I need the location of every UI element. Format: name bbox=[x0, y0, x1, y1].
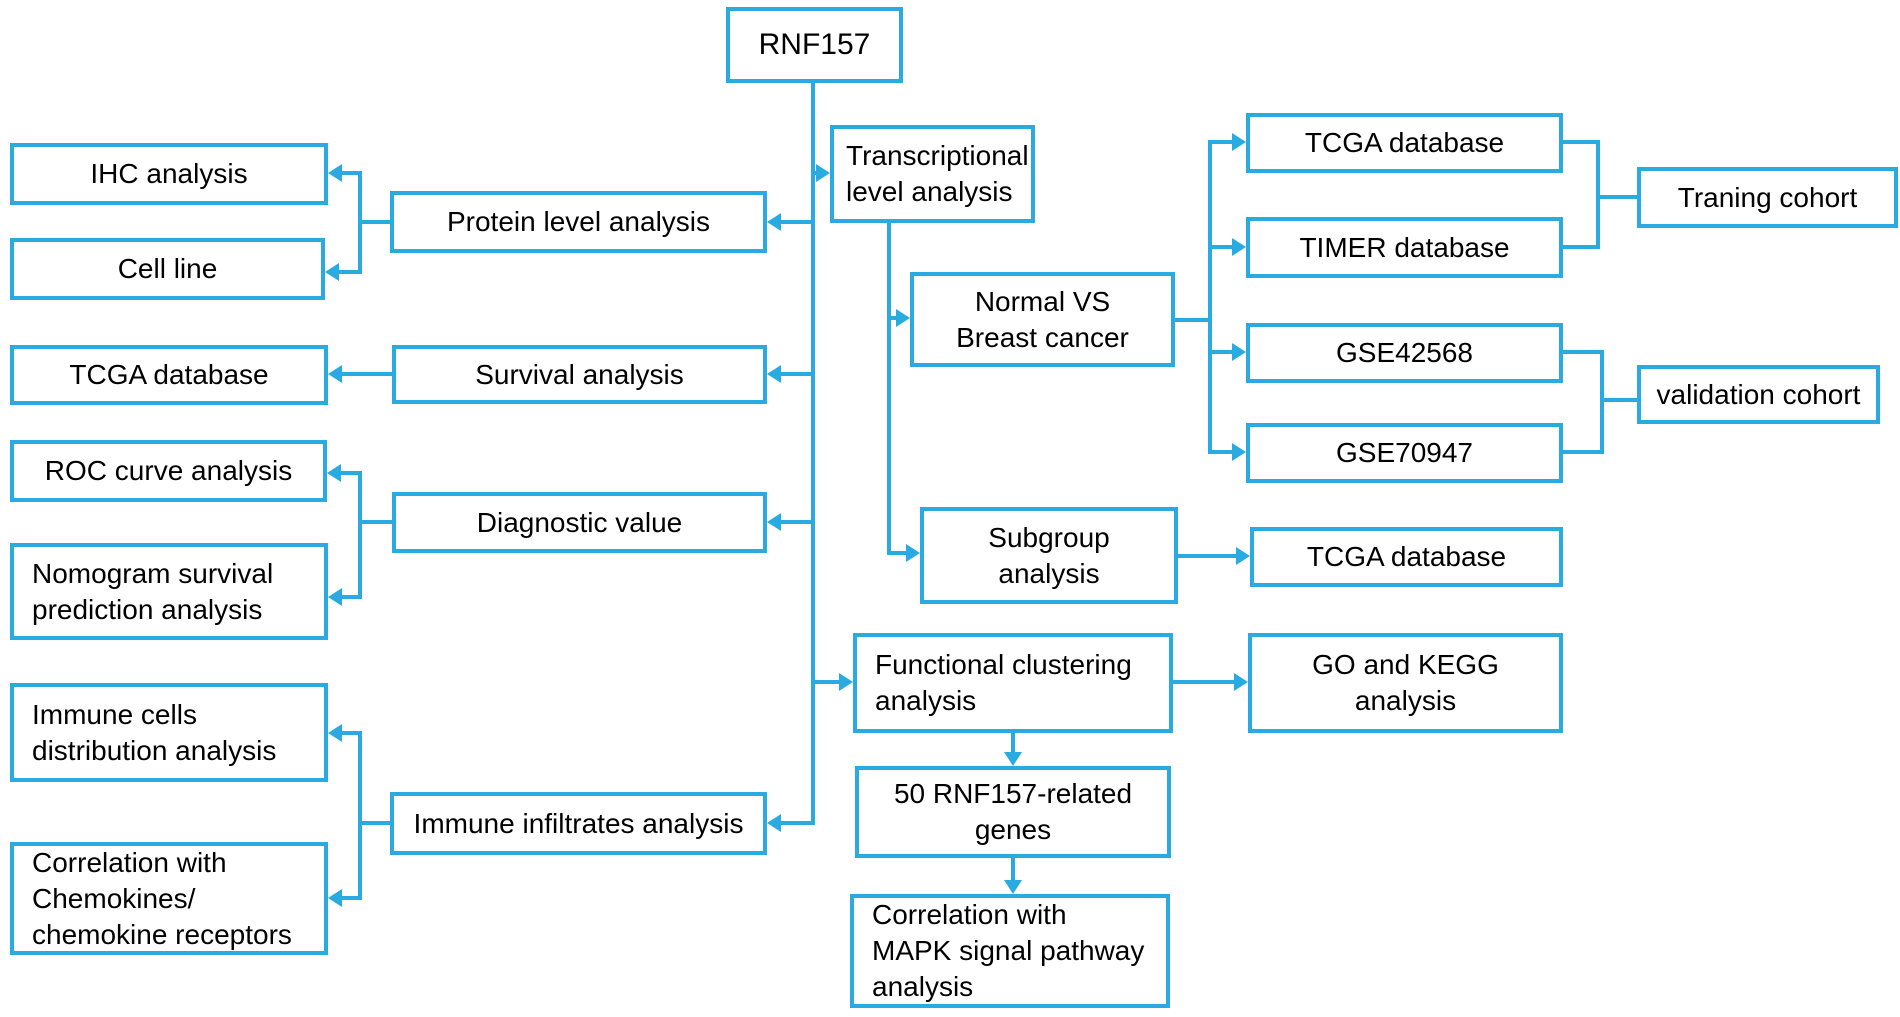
connector-to-tcga-db bbox=[1208, 140, 1234, 144]
arrowhead-to-survival bbox=[767, 365, 781, 383]
connector-databases-vertical bbox=[1208, 140, 1212, 454]
arrowhead-to-roc bbox=[327, 464, 341, 482]
box-gse70947: GSE70947 bbox=[1246, 423, 1563, 483]
box-nomogram-survival-prediction: Nomogram survival prediction analysis bbox=[10, 543, 328, 640]
connector-gse70947-to-bracket bbox=[1563, 450, 1604, 454]
box-rnf157: RNF157 bbox=[726, 7, 903, 83]
arrowhead-to-mapk bbox=[1004, 880, 1022, 894]
connector-immune-bracket-stub bbox=[358, 821, 390, 825]
box-survival-analysis: Survival analysis bbox=[392, 345, 767, 404]
connector-trunk-to-immune-infiltrates bbox=[779, 821, 813, 825]
arrowhead-to-tcga-db bbox=[1232, 133, 1246, 151]
arrowhead-to-immune-infiltrates bbox=[767, 814, 781, 832]
arrowhead-to-immune-cells bbox=[328, 724, 342, 742]
box-go-kegg-analysis: GO and KEGG analysis bbox=[1248, 633, 1563, 733]
connector-trunk-to-functional bbox=[811, 680, 841, 684]
box-diagnostic-value: Diagnostic value bbox=[392, 492, 767, 553]
connector-genes-to-mapk bbox=[1011, 858, 1015, 882]
box-cell-line: Cell line bbox=[10, 238, 325, 300]
connector-functional-to-gokegg bbox=[1173, 680, 1236, 684]
connector-protein-bracket-stub bbox=[358, 220, 390, 224]
box-tcga-database-left: TCGA database bbox=[10, 345, 328, 405]
box-roc-curve-analysis: ROC curve analysis bbox=[10, 440, 327, 502]
arrowhead-to-genes bbox=[1004, 752, 1022, 766]
connector-to-cell-line bbox=[337, 270, 360, 274]
connector-to-subgroup bbox=[887, 551, 908, 555]
connector-to-training-cohort bbox=[1596, 195, 1637, 199]
connector-to-chemokines bbox=[340, 896, 360, 900]
arrowhead-to-cell-line bbox=[325, 263, 339, 281]
arrowhead-to-nomogram bbox=[328, 588, 342, 606]
box-functional-clustering-analysis: Functional clustering analysis bbox=[853, 633, 1173, 733]
box-immune-cells-distribution: Immune cells distribution analysis bbox=[10, 683, 328, 782]
connector-trunk-vertical bbox=[811, 82, 815, 825]
connector-training-bracket-vertical bbox=[1596, 140, 1600, 249]
arrowhead-to-tcga-subgroup bbox=[1236, 547, 1250, 565]
box-validation-cohort: validation cohort bbox=[1637, 365, 1880, 424]
arrowhead-to-gse42568 bbox=[1232, 343, 1246, 361]
connector-to-gse70947 bbox=[1208, 450, 1234, 454]
connector-timer-to-bracket bbox=[1563, 245, 1600, 249]
connector-validation-bracket-vertical bbox=[1600, 350, 1604, 454]
connector-trunk-to-diagnostic bbox=[779, 520, 813, 524]
box-training-cohort: Traning cohort bbox=[1637, 167, 1898, 228]
arrowhead-to-protein bbox=[767, 213, 781, 231]
box-immune-infiltrates-analysis: Immune infiltrates analysis bbox=[390, 792, 767, 855]
connector-to-nomogram bbox=[340, 595, 360, 599]
connector-to-gse42568 bbox=[1208, 350, 1234, 354]
box-normal-vs-breast-cancer: Normal VS Breast cancer bbox=[910, 272, 1175, 367]
connector-gse42568-to-bracket bbox=[1563, 350, 1604, 354]
box-50-rnf157-related-genes: 50 RNF157-related genes bbox=[855, 766, 1171, 858]
arrowhead-to-functional bbox=[839, 673, 853, 691]
box-timer-database: TIMER database bbox=[1246, 217, 1563, 278]
connector-immune-bracket-vertical bbox=[358, 731, 362, 900]
connector-to-timer-db bbox=[1208, 245, 1234, 249]
connector-to-immune-cells bbox=[340, 731, 360, 735]
arrowhead-to-tcga-left bbox=[328, 365, 342, 383]
box-ihc-analysis: IHC analysis bbox=[10, 143, 328, 205]
arrowhead-to-normal-vs bbox=[896, 309, 910, 327]
box-gse42568: GSE42568 bbox=[1246, 323, 1563, 383]
arrowhead-to-transcriptional bbox=[816, 164, 830, 182]
box-subgroup-analysis: Subgroup analysis bbox=[920, 507, 1178, 604]
box-correlation-mapk: Correlation with MAPK signal pathway ana… bbox=[850, 894, 1170, 1008]
connector-diagnostic-bracket-stub bbox=[358, 520, 392, 524]
connector-trunk-to-protein bbox=[779, 220, 813, 224]
box-transcriptional-level-analysis: Transcriptional level analysis bbox=[830, 125, 1035, 223]
connector-survival-to-tcga bbox=[340, 372, 392, 376]
box-tcga-database-subgroup: TCGA database bbox=[1250, 527, 1563, 587]
box-tcga-database: TCGA database bbox=[1246, 113, 1563, 173]
connector-normal-vs-out bbox=[1175, 318, 1212, 322]
arrowhead-to-subgroup bbox=[906, 544, 920, 562]
arrowhead-to-diagnostic bbox=[767, 513, 781, 531]
arrowhead-to-gse70947 bbox=[1232, 443, 1246, 461]
arrowhead-to-gokegg bbox=[1234, 673, 1248, 691]
connector-to-validation-cohort bbox=[1600, 398, 1637, 402]
connector-to-roc bbox=[339, 471, 360, 475]
connector-trunk-to-survival bbox=[779, 372, 813, 376]
connector-diagnostic-bracket-vertical bbox=[358, 471, 362, 599]
arrowhead-to-ihc bbox=[328, 164, 342, 182]
connector-to-ihc bbox=[340, 171, 360, 175]
box-protein-level-analysis: Protein level analysis bbox=[390, 191, 767, 253]
connector-tcga-to-bracket bbox=[1563, 140, 1600, 144]
connector-to-normal-vs bbox=[887, 316, 898, 320]
connector-transcriptional-vertical bbox=[887, 223, 891, 555]
connector-subgroup-to-tcga bbox=[1178, 554, 1238, 558]
arrowhead-to-chemokines bbox=[328, 889, 342, 907]
connector-functional-to-genes bbox=[1011, 732, 1015, 754]
connector-trunk-to-transcriptional bbox=[811, 171, 820, 175]
arrowhead-to-timer-db bbox=[1232, 238, 1246, 256]
box-correlation-chemokines: Correlation with Chemokines/ chemokine r… bbox=[10, 842, 328, 955]
